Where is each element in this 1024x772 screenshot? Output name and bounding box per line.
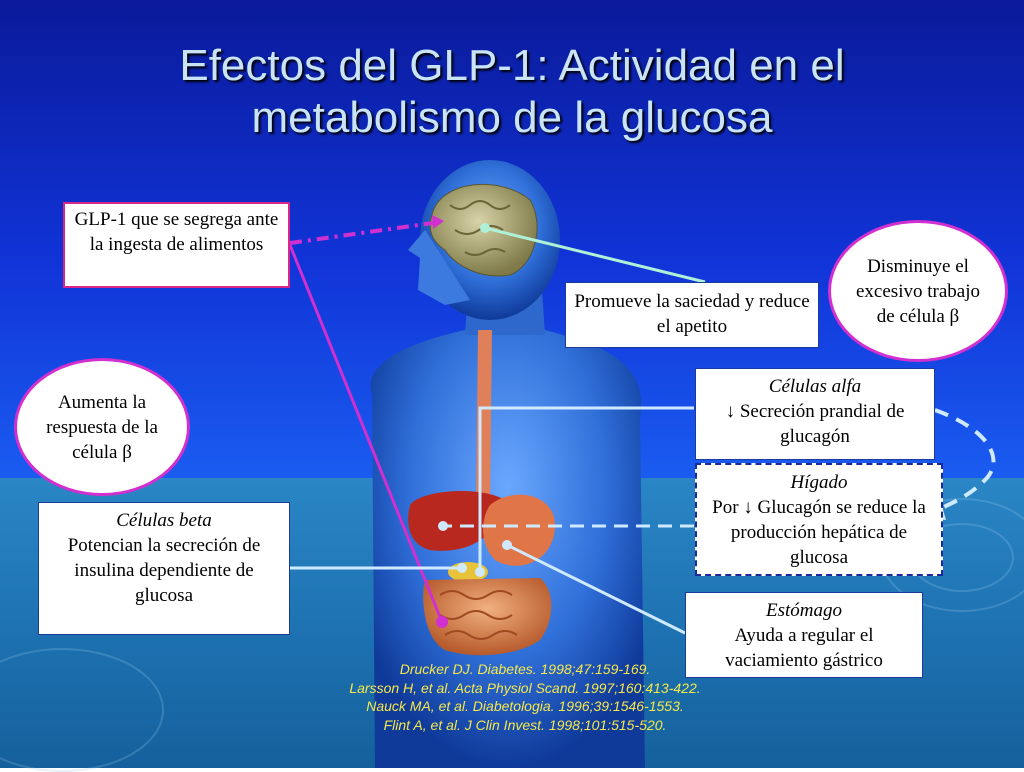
celulas-alfa-title: Células alfa — [768, 376, 862, 397]
reference-item: Flint A, et al. J Clin Invest. 1998;101:… — [383, 716, 667, 733]
glp1-secretion-box: GLP-1 que se segrega ante la ingesta de … — [63, 202, 290, 288]
reference-item: Drucker DJ. Diabetes. 1998;47:159-169. — [399, 661, 651, 677]
intestines — [423, 578, 552, 656]
saciedad-text: Promueve la saciedad y reduce el apetito — [574, 291, 810, 337]
connector-alfa-pancreas — [478, 406, 694, 572]
higado-text: Por ↓ Glucagón se reduce la producción h… — [712, 497, 926, 568]
estomago-text: Ayuda a regular el vaciamiento gástrico — [725, 625, 883, 671]
connector-glp1-brain — [289, 220, 441, 245]
disminuye-text: Disminuye el excesivo trabajo de célula … — [856, 255, 980, 327]
connector-glp1-intestine — [288, 244, 444, 623]
saciedad-box: Promueve la saciedad y reduce el apetito — [565, 282, 819, 348]
stomach — [483, 494, 555, 566]
celulas-alfa-box: Células alfa ↓ Secreción prandial de glu… — [695, 368, 935, 460]
connector-alfa-higado — [933, 408, 996, 514]
reference-item: Nauck MA, et al. Diabetologia. 1996;39:1… — [366, 698, 684, 714]
aumenta-oval: Aumenta la respuesta de la célula β — [14, 358, 190, 496]
connector-estomago-stomach — [506, 543, 686, 635]
higado-title: Hígado — [790, 472, 848, 493]
page-title: Efectos del GLP-1: Actividad en el metab… — [179, 41, 845, 142]
face — [408, 230, 470, 305]
aumenta-text: Aumenta la respuesta de la célula β — [46, 391, 158, 463]
esophagus — [476, 330, 492, 510]
higado-box: Hígado Por ↓ Glucagón se reduce la produ… — [695, 463, 943, 576]
celulas-beta-box: Células beta Potencian la secreción de i… — [38, 502, 290, 635]
reference-item: Larsson H, et al. Acta Physiol Scand. 19… — [349, 679, 701, 696]
estomago-title: Estómago — [766, 600, 842, 621]
celulas-beta-text: Potencian la secreción de insulina depen… — [67, 535, 261, 606]
celulas-beta-title: Células beta — [116, 510, 212, 531]
connector-saciedad-brain — [484, 226, 706, 284]
references: Drucker DJ. Diabetes. 1998;47:159-169. L… — [290, 660, 760, 734]
disminuye-oval: Disminuye el excesivo trabajo de célula … — [828, 220, 1008, 362]
estomago-box: Estómago Ayuda a regular el vaciamiento … — [685, 592, 923, 678]
celulas-alfa-text: ↓ Secreción prandial de glucagón — [725, 401, 905, 447]
glp1-secretion-text: GLP-1 que se segrega ante la ingesta de … — [74, 209, 279, 255]
